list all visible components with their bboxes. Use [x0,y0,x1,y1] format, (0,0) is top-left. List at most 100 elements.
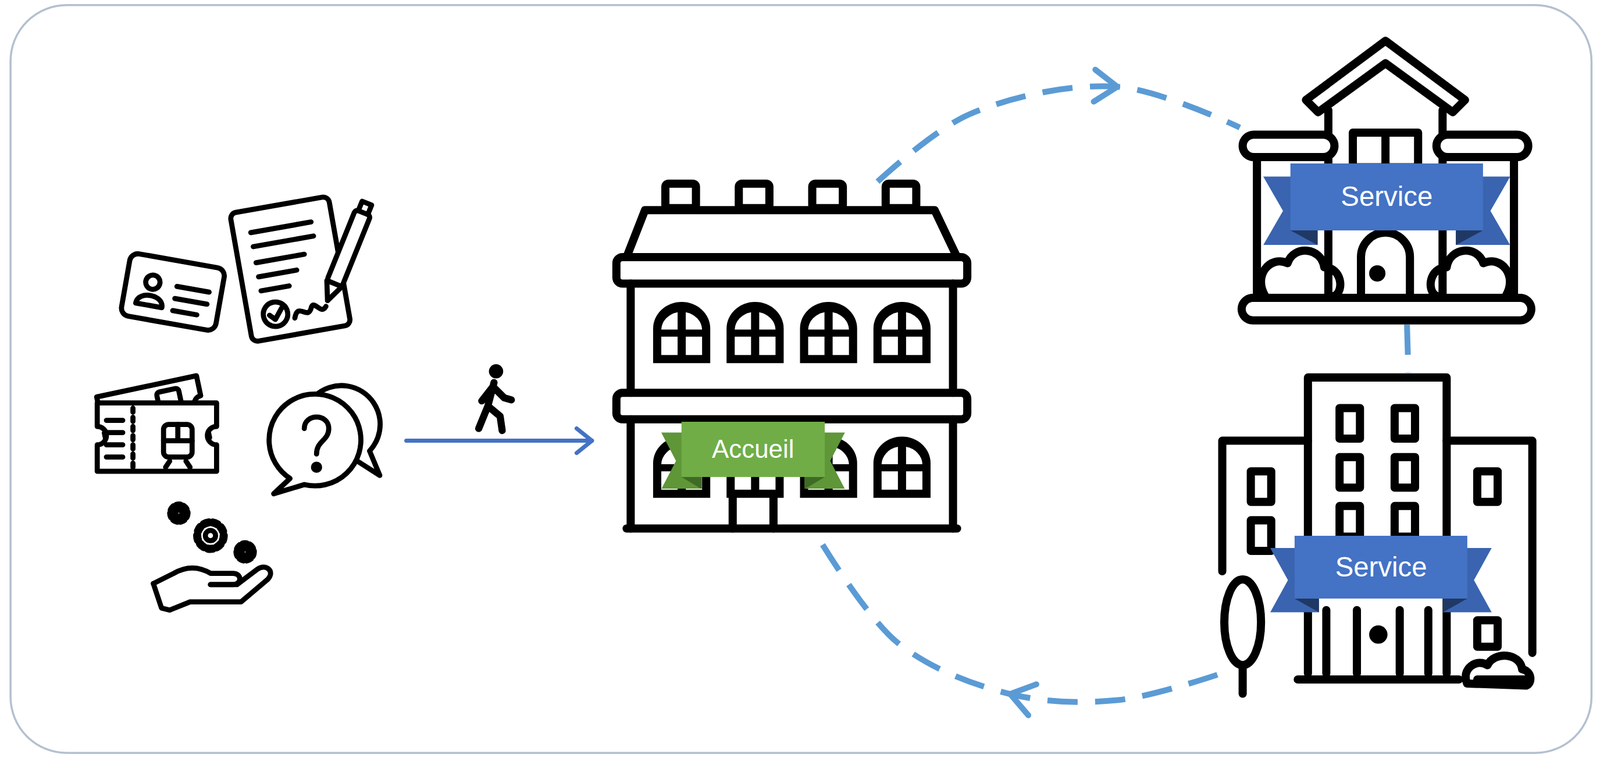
ribbon-label-box: Service [1290,163,1484,231]
ticket-icon [163,424,192,468]
office-building [1394,407,1416,439]
document-icon [261,300,290,329]
office-building [1465,655,1531,686]
hand-gears-icon [153,504,272,611]
office-building [1251,519,1272,551]
frame [10,5,1592,753]
office-building [1326,610,1428,674]
house-building [1430,250,1510,297]
walking-person [478,364,512,431]
house-building [1241,297,1532,321]
ribbon-label-box: Accueil [681,421,825,477]
entry-arrow [576,428,592,454]
town-hall-building [885,183,917,209]
town-hall-building [616,392,968,420]
walking-person [478,382,512,431]
house-building [1381,132,1390,168]
building-node: Accueil [615,181,968,534]
ribbon-banner: Service [1270,535,1492,613]
ribbon-label-box: Service [1294,535,1468,599]
building-windows [800,301,858,363]
document-icon [268,307,284,320]
office-building [1394,505,1416,537]
ribbon-banner: Service [1263,163,1511,245]
hand-gears-icon [175,510,183,517]
house-building [1352,132,1418,168]
node-label: Accueil [711,435,794,463]
ribbon-banner: Accueil [661,421,846,490]
town-hall-building [665,183,697,209]
arrow-head [1010,683,1037,715]
document-icon [250,222,322,291]
building-windows [873,436,931,498]
town-hall-building [626,209,957,258]
pen-icon [319,280,342,304]
building-windows [873,301,931,363]
entry-arrow [406,428,593,454]
pen-icon [326,209,371,287]
office-building [1222,377,1533,694]
node-label: Service [1335,551,1428,583]
town-hall-building [738,183,770,209]
building-windows [653,301,711,363]
pen-icon [319,200,375,304]
office-building [1477,471,1498,502]
building-windows [726,301,784,363]
question-bubble-icon [304,417,329,455]
town-hall-building [812,183,844,209]
hand-gears-icon [197,522,224,550]
office-building [1394,457,1416,488]
arrow-head [1094,69,1118,102]
house-building [1373,269,1382,278]
town-hall-building [630,419,953,529]
office-building [1251,471,1272,502]
entry-arrow [406,438,593,443]
office-building [1477,619,1498,647]
walking-person [489,364,504,379]
ribbon-fold [1442,598,1468,613]
id-card-icon [135,293,164,308]
hand-gears-icon [205,530,216,541]
office-building [1373,629,1384,640]
town-hall-building [626,524,957,533]
ribbon-face [1290,163,1484,231]
ticket-icon [106,420,123,458]
office-building [1339,457,1360,488]
ribbon-fold [804,476,825,490]
office-building [1339,407,1360,439]
house-building [1305,40,1466,113]
office-building [1224,579,1261,665]
ribbon-fold [681,476,702,490]
office-building [1339,505,1360,537]
node-label: Service [1340,181,1433,212]
id-card-icon [172,286,210,316]
ribbon-face [1294,535,1468,599]
hand-gears-icon [241,548,249,555]
town-hall-building [616,257,968,284]
ribbon-fold [1455,230,1484,245]
house-building [1241,40,1532,321]
ticket-icon [130,407,136,468]
question-bubble-icon [269,393,362,494]
ticket-icon [97,403,217,472]
house-building [1260,250,1341,297]
dashed-connector [1406,324,1409,373]
id-card-icon [144,273,162,291]
id-card-icon [120,252,226,332]
office-building [1238,664,1247,694]
building-node: Service [1217,372,1536,694]
house-building [1256,157,1514,294]
ticket-icon [97,403,217,472]
dashed-connector [815,533,1218,702]
question-bubble-icon [313,464,320,471]
office-building [1308,377,1448,674]
house-building [1360,232,1410,297]
hand-gears-icon [170,504,187,522]
building-windows [653,301,931,498]
pen-icon [358,201,372,215]
ribbon-fold [1294,598,1320,613]
service-icons [96,196,380,611]
question-bubble-icon [269,385,381,494]
